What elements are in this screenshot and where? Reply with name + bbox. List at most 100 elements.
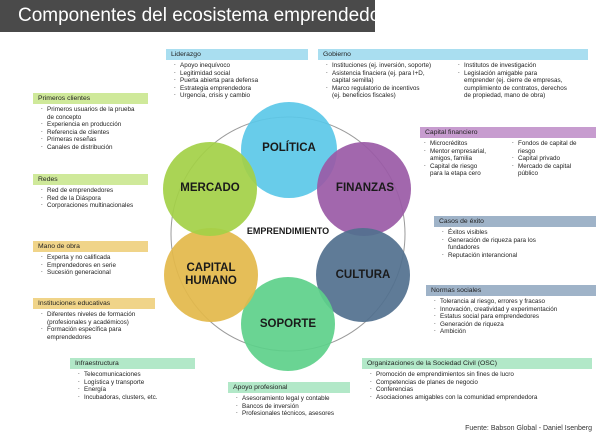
header-casos-de-exito: Casos de éxito xyxy=(434,216,596,227)
header-redes: Redes xyxy=(33,174,148,185)
list-item: Innovación, creatividad y experimentació… xyxy=(434,304,596,314)
list-item: Asociaciones amigables con la comunidad … xyxy=(370,392,592,402)
list-item: Microcréditos xyxy=(424,138,508,148)
list-item: Red de la Diáspora xyxy=(41,193,168,203)
list-item-continued: (ej. beneficios fiscales) xyxy=(332,92,396,100)
list-item: Experiencia en producción xyxy=(41,119,163,129)
label-emprendimiento: EMPRENDIMIENTO xyxy=(246,226,330,236)
box-infraestructura: Infraestructura Telecomunicaciones Logís… xyxy=(70,358,200,401)
list-item: Institutos de investigación xyxy=(458,60,567,70)
list-item: Generación de riqueza xyxy=(434,319,596,329)
list-item-continued: para la etapa cero xyxy=(430,170,481,178)
list-item: Mentor empresarial, xyxy=(424,146,508,156)
header-instituciones-educativas: Instituciones educativas xyxy=(33,298,155,309)
list-item: Mercado de capital xyxy=(512,161,576,171)
list-item-continued: de concepto xyxy=(47,113,82,121)
box-liderazgo: Liderazgo Apoyo inequívoco Legitimidad s… xyxy=(166,49,308,100)
list-item: Primeros usuarios de la prueba xyxy=(41,104,163,114)
list-gobierno-1: Instituciones (ej. inversión, soporte) A… xyxy=(318,60,450,100)
list-item: Incubadoras, clusters, etc. xyxy=(78,392,200,402)
list-item-continued: (profesionales y académicos) xyxy=(47,318,129,326)
box-apoyo-profesional: Apoyo profesional Asesoramiento legal y … xyxy=(228,382,353,418)
gobierno-columns: Instituciones (ej. inversión, soporte) A… xyxy=(318,60,588,100)
header-gobierno: Gobierno xyxy=(318,49,588,60)
list-item: Referencia de clientes xyxy=(41,127,163,137)
box-primeros-clientes: Primeros clientes Primeros usuarios de l… xyxy=(33,93,163,152)
list-item: Corporaciones multinacionales xyxy=(41,200,168,210)
header-infraestructura: Infraestructura xyxy=(70,358,195,369)
list-item: Profesionales técnicos, asesores xyxy=(236,408,353,418)
box-mano-de-obra: Mano de obra Experta y no calificada Emp… xyxy=(33,241,168,277)
list-item: Primeras reseñas xyxy=(41,134,163,144)
header-normas-sociales: Normas sociales xyxy=(426,285,596,296)
list-item-continued: fundadores xyxy=(448,244,480,252)
circle-politica xyxy=(241,102,337,198)
list-item: Experta y no calificada xyxy=(41,252,168,262)
list-item: Energía xyxy=(78,384,200,394)
list-item: Formación específica para xyxy=(41,324,168,334)
list-item: Tolerancia al riesgo, errores y fracaso xyxy=(434,296,596,306)
list-capital-financiero-2: Fondos de capital de riesgo Capital priv… xyxy=(508,138,577,178)
circle-mercado xyxy=(163,142,257,236)
list-item: Sucesión generacional xyxy=(41,267,168,277)
header-mano-de-obra: Mano de obra xyxy=(33,241,148,252)
diagram-title: Componentes del ecosistema emprendedor xyxy=(18,5,387,26)
label-mercado: MERCADO xyxy=(180,182,240,194)
list-item: Emprendedores en serie xyxy=(41,260,168,270)
box-osc: Organizaciones de la Sociedad Civil (OSC… xyxy=(362,358,592,401)
header-osc: Organizaciones de la Sociedad Civil (OSC… xyxy=(362,358,592,369)
label-soporte: SOPORTE xyxy=(259,318,317,330)
list-redes: Red de emprendedores Red de la Diáspora … xyxy=(33,185,168,210)
list-instituciones-educativas: Diferentes niveles de formación (profesi… xyxy=(33,309,168,341)
title-bar: Componentes del ecosistema emprendedor xyxy=(0,0,387,32)
box-casos-de-exito: Casos de éxito Éxitos visibles Generació… xyxy=(434,216,596,259)
list-item: Capital privado xyxy=(512,153,576,163)
list-item-continued: capital semilla) xyxy=(332,77,374,85)
label-capital-humano: CAPITAL HUMANO xyxy=(176,262,246,288)
list-item: Puerta abierta para defensa xyxy=(174,75,308,85)
list-item-continued: riesgo xyxy=(518,147,536,155)
list-item: Bancos de inversión xyxy=(236,401,353,411)
list-item: Asesoramiento legal y contable xyxy=(236,393,353,403)
box-instituciones-educativas: Instituciones educativas Diferentes nive… xyxy=(33,298,168,341)
header-primeros-clientes: Primeros clientes xyxy=(33,93,148,104)
list-item: Telecomunicaciones xyxy=(78,369,200,379)
list-casos-de-exito: Éxitos visibles Generación de riqueza pa… xyxy=(434,227,596,260)
label-finanzas: FINANZAS xyxy=(335,182,395,194)
list-item: Legislación amigable para xyxy=(458,68,567,78)
list-primeros-clientes: Primeros usuarios de la prueba de concep… xyxy=(33,104,163,152)
box-gobierno: Gobierno Instituciones (ej. inversión, s… xyxy=(318,49,588,100)
list-item-continued: cumplimiento de contratos, derechos xyxy=(464,84,567,92)
list-item: Reputación interancional xyxy=(442,250,596,260)
label-capital: CAPITAL xyxy=(186,262,236,274)
list-item-continued: emprender (ej. cierre de empresas, xyxy=(464,77,563,85)
label-humano: HUMANO xyxy=(185,275,237,287)
list-item-continued: emprendedores xyxy=(47,333,92,341)
list-item: Promoción de emprendimientos sin fines d… xyxy=(370,369,592,379)
list-apoyo-profesional: Asesoramiento legal y contable Bancos de… xyxy=(228,393,353,418)
list-item: Fondos de capital de xyxy=(512,138,577,148)
label-politica: POLÍTICA xyxy=(262,142,316,154)
list-item: Canales de distribución xyxy=(41,142,163,152)
list-item: Marco regulatorio de incentivos xyxy=(326,83,450,93)
list-liderazgo: Apoyo inequívoco Legitimidad social Puer… xyxy=(166,60,308,100)
header-capital-financiero: Capital financiero xyxy=(420,127,596,138)
list-normas-sociales: Tolerancia al riesgo, errores y fracaso … xyxy=(426,296,596,336)
list-item: Conferencias xyxy=(370,384,592,394)
source-credit: Fuente: Babson Global - Daniel Isenberg xyxy=(465,425,592,432)
list-item: Legitimidad social xyxy=(174,68,308,78)
box-capital-financiero: Capital financiero Microcréditos Mentor … xyxy=(420,127,596,178)
list-item: Red de emprendedores xyxy=(41,185,168,195)
list-item: Competencias de planes de negocio xyxy=(370,377,592,387)
list-infraestructura: Telecomunicaciones Logística y transport… xyxy=(70,369,200,402)
list-osc: Promoción de emprendimientos sin fines d… xyxy=(362,369,592,402)
header-liderazgo: Liderazgo xyxy=(166,49,308,60)
list-item: Estrategia emprendedora xyxy=(174,83,308,93)
list-item: Éxitos visibles xyxy=(442,227,596,237)
circle-capital-humano xyxy=(164,228,258,322)
list-item: Instituciones (ej. inversión, soporte) xyxy=(326,60,450,70)
list-capital-financiero-1: Microcréditos Mentor empresarial, amigos… xyxy=(420,138,508,178)
box-normas-sociales: Normas sociales Tolerancia al riesgo, er… xyxy=(426,285,596,336)
list-item: Estatus social para emprendedores xyxy=(434,311,596,321)
